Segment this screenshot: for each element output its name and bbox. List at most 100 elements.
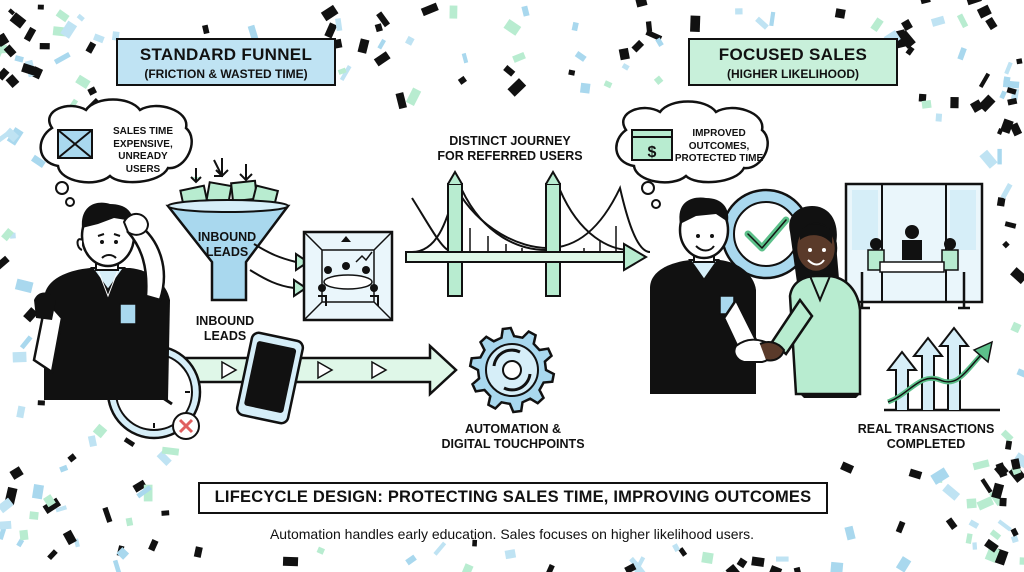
confetti-piece	[87, 435, 98, 448]
confetti-piece	[776, 556, 789, 562]
confetti-piece	[339, 65, 352, 82]
confetti-piece	[635, 0, 648, 8]
check-badge-icon	[720, 188, 812, 280]
confetti-piece	[67, 453, 77, 463]
customer	[770, 206, 862, 398]
crossed-box-icon	[57, 129, 93, 159]
confetti-piece	[47, 549, 58, 561]
transactions-label-line: REAL TRANSACTIONS	[857, 422, 995, 436]
confetti-piece	[942, 483, 961, 501]
confetti-piece	[895, 520, 906, 534]
inbound-leads-line: LEADS	[203, 329, 247, 343]
confetti-piece	[0, 497, 14, 514]
bridge-icon	[405, 170, 651, 297]
x-circle-icon	[172, 412, 200, 440]
confetti-piece	[979, 149, 998, 169]
confetti-piece	[957, 47, 967, 61]
confetti-piece	[1019, 557, 1024, 565]
confetti-piece	[735, 8, 743, 15]
confetti-piece	[725, 564, 742, 572]
confetti-piece	[978, 72, 991, 89]
confetti-piece	[9, 466, 24, 480]
confetti-piece	[997, 148, 1002, 165]
journey-label-line: DISTINCT JOURNEY	[449, 134, 571, 148]
svg-text:$: $	[648, 144, 657, 161]
confetti-piece	[53, 52, 71, 65]
confetti-piece	[755, 16, 769, 30]
confetti-piece	[21, 63, 39, 77]
confetti-piece	[1002, 80, 1020, 89]
right-thought-line: OUTCOMES,	[688, 140, 750, 152]
confetti-piece	[969, 99, 984, 113]
confetti-piece	[994, 462, 1009, 478]
transactions-label: REAL TRANSACTIONS COMPLETED	[848, 422, 1004, 452]
confetti-piece	[76, 13, 85, 22]
confetti-piece	[956, 13, 969, 29]
confetti-piece	[324, 22, 338, 39]
confetti-piece	[374, 23, 383, 33]
left-banner-subtitle: (FRICTION & WASTED TIME)	[144, 67, 308, 81]
confetti-piece	[39, 43, 50, 50]
bottom-title: LIFECYCLE DESIGN: PROTECTING SALES TIME,…	[198, 482, 828, 514]
confetti-piece	[980, 478, 993, 494]
confetti-piece	[60, 20, 78, 39]
confetti-piece	[618, 47, 630, 61]
confetti-piece	[1002, 240, 1010, 249]
confetti-piece	[14, 55, 24, 63]
confetti-piece	[8, 8, 16, 16]
confetti-piece	[950, 96, 959, 109]
confetti-piece	[4, 127, 20, 143]
confetti-piece	[433, 541, 447, 556]
confetti-piece	[136, 485, 152, 499]
confetti-piece	[1010, 267, 1024, 285]
happy-salesperson	[650, 197, 758, 394]
confetti-piece	[472, 539, 478, 547]
confetti-piece	[1012, 452, 1024, 469]
gear-icon	[468, 326, 556, 414]
confetti-piece	[0, 255, 10, 273]
confetti-piece	[968, 519, 980, 529]
confetti-piece	[377, 38, 387, 50]
confetti-piece	[632, 563, 649, 572]
confetti-piece	[930, 15, 946, 27]
stressed-salesperson	[32, 202, 170, 400]
confetti-piece	[793, 566, 802, 572]
confetti-piece	[116, 547, 130, 560]
confetti-piece	[512, 51, 526, 63]
confetti-piece	[12, 351, 27, 363]
confetti-piece	[972, 459, 990, 471]
confetti-piece	[19, 335, 33, 350]
confetti-piece	[568, 69, 576, 76]
confetti-piece	[16, 405, 26, 419]
confetti-piece	[621, 63, 630, 71]
confetti-piece	[112, 559, 122, 572]
confetti-piece	[870, 17, 884, 33]
automation-label: AUTOMATION & DIGITAL TOUCHPOINTS	[420, 422, 606, 452]
confetti-piece	[405, 554, 417, 566]
confetti-piece	[574, 50, 587, 62]
confetti-piece	[420, 2, 439, 17]
confetti-piece	[335, 18, 343, 32]
right-thought-line: PROTECTED TIME	[674, 153, 764, 164]
confetti-piece	[908, 468, 923, 480]
confetti-piece	[918, 93, 927, 102]
confetti-piece	[1007, 97, 1018, 106]
confetti-piece	[405, 35, 415, 46]
confetti-piece	[373, 51, 391, 67]
confetti-piece	[320, 4, 339, 22]
confetti-piece	[0, 527, 7, 540]
confetti-piece	[989, 529, 1002, 541]
confetti-piece	[1000, 429, 1014, 443]
confetti-piece	[161, 446, 180, 456]
confetti-piece	[0, 132, 9, 145]
phone-icon	[235, 331, 305, 425]
confetti-piece	[37, 400, 45, 406]
confetti-piece	[672, 543, 681, 553]
dollar-screen-icon: $	[631, 129, 673, 161]
confetti-piece	[357, 38, 370, 54]
confetti-piece	[156, 450, 172, 467]
automation-label-line: DIGITAL TOUCHPOINTS	[441, 437, 585, 451]
confetti-piece	[997, 519, 1012, 532]
confetti-piece	[23, 307, 39, 323]
confetti-piece	[1016, 58, 1023, 65]
